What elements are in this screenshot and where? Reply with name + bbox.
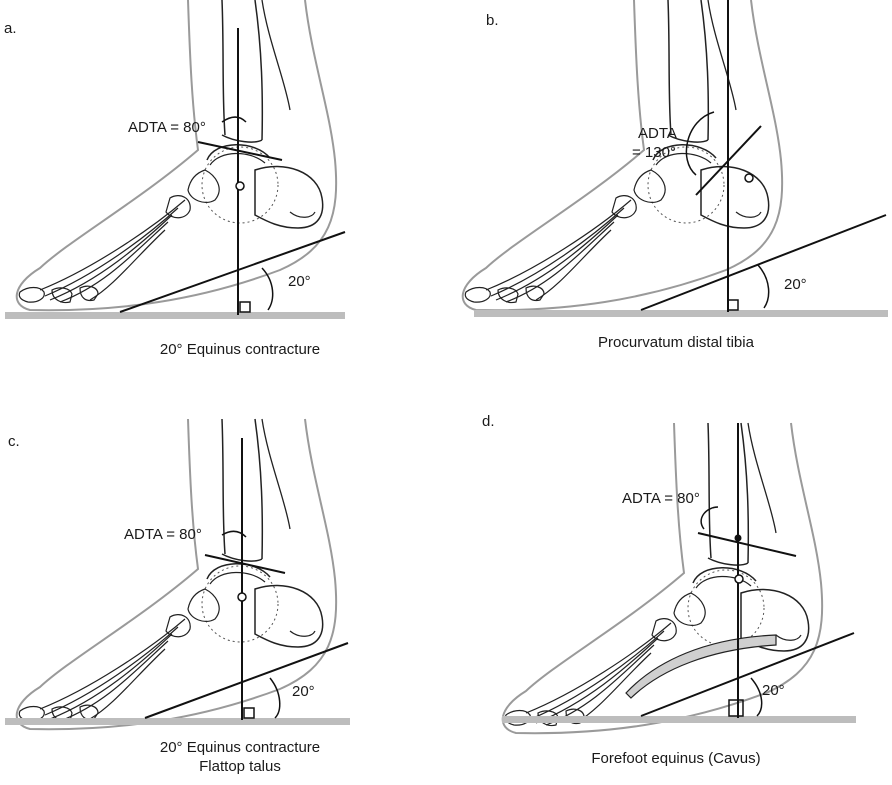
panel-letter: a. [4,20,17,37]
adta-label-line2: = 130° [632,144,676,161]
adta-arc [700,506,719,530]
panel-letter: c. [8,433,20,450]
slope-angle-label: 20° [784,276,807,293]
right-angle-marker [728,699,744,717]
adta-arc [221,530,247,538]
right-angle-marker [727,299,739,311]
adta-label: ADTA = 80° [128,119,206,136]
right-angle-marker [239,301,251,313]
slope-line [144,642,349,719]
joint-line [695,125,762,196]
slope-angle-arc [750,677,763,717]
adta-label: ADTA [638,125,677,142]
joint-line [697,532,797,557]
center-point [235,181,245,191]
right-angle-marker [243,707,255,719]
foot-diagram-a [5,0,346,319]
slope-line [640,214,887,311]
joint-line [204,554,286,574]
center-point [734,574,744,584]
ground-bar [5,718,350,725]
caption-line2: Flattop talus [199,758,281,775]
foot-diagram-b [461,0,888,317]
slope-angle-label: 20° [762,682,785,699]
foot-diagram-d [501,422,856,735]
panel-c: c. ADTA = 80° 20° 20° Equinus contractur… [0,393,446,785]
panel-b: b. ADTA = 130° 20° Procurvatum distal ti… [446,0,892,392]
center-point [237,592,247,602]
foot-diagram-c [5,418,350,731]
adta-label: ADTA = 80° [622,490,700,507]
panel-letter: d. [482,413,495,430]
slope-line [640,632,855,717]
panel-a: a. ADTA = 80° 20° 20° Equinus contractur… [0,0,446,392]
ground-bar [5,312,345,319]
panel-d: d. ADTA = 80° 20° Forefoot equinus (Cavu… [446,393,892,785]
slope-line [119,231,346,313]
slope-angle-label: 20° [288,273,311,290]
caption: 20° Equinus contracture [159,341,321,358]
joint-line [197,141,283,161]
panel-letter: b. [486,12,499,29]
slope-angle-label: 20° [292,683,315,700]
caption: Procurvatum distal tibia [598,334,754,351]
ground-bar [474,310,888,317]
slope-angle-arc [269,677,281,719]
plantar-fascia [625,634,777,699]
slope-angle-arc [757,264,770,309]
ground-bar [502,716,856,723]
adta-arc [221,116,247,123]
adta-label: ADTA = 80° [124,526,202,543]
slope-angle-arc [261,267,274,311]
caption: 20° Equinus contracture [159,739,321,756]
caption: Forefoot equinus (Cavus) [591,750,761,767]
center-point [744,173,754,183]
joint-point [734,534,742,542]
adta-arc [685,111,715,176]
